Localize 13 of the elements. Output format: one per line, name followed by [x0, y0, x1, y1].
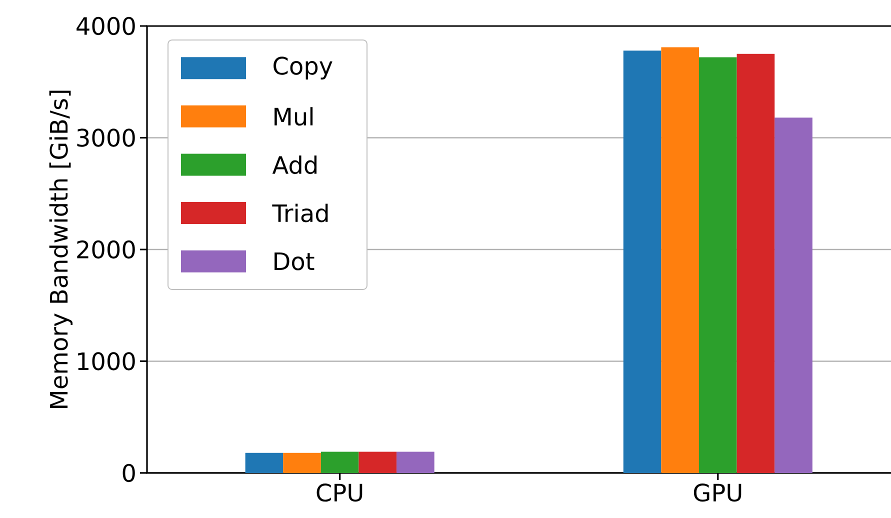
- y-tick-label: 1000: [78, 352, 135, 370]
- y-axis-title: Memory Bandwidth [GiB/s]: [49, 90, 73, 408]
- legend-label: Triad: [272, 204, 328, 222]
- legend-label: Copy: [274, 56, 332, 80]
- y-tick-label: 4000: [76, 16, 135, 36]
- legend-label: Add: [272, 156, 316, 174]
- y-tick-label: 3000: [77, 128, 135, 147]
- y-tick-label: 0: [122, 464, 135, 482]
- y-tick-label: 2000: [77, 240, 135, 259]
- x-tick-label: CPU: [316, 484, 362, 502]
- legend-label: Dot: [274, 252, 314, 270]
- x-tick-label: GPU: [694, 484, 742, 502]
- legend-label: Mul: [274, 107, 313, 126]
